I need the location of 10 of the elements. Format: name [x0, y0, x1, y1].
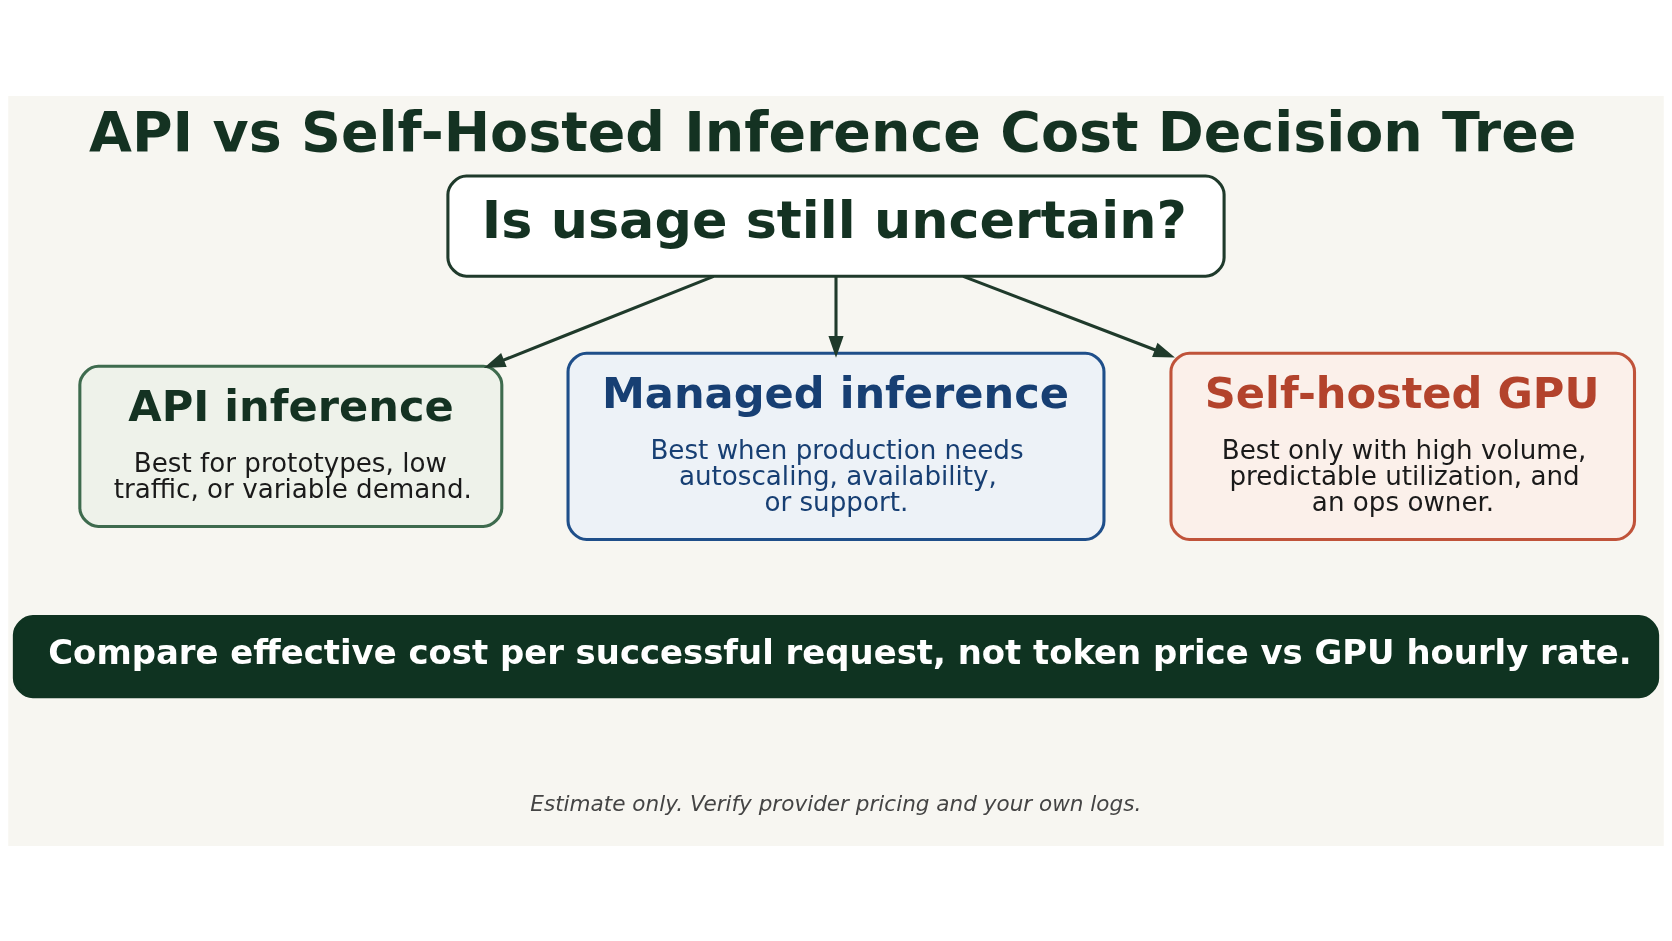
diagram-title: API vs Self-Hosted Inference Cost Decision Tree [89, 99, 1577, 164]
caption: Estimate only. Verify provider pricing and your own logs. [530, 790, 1142, 816]
node-box: API inference Best for prototypes, low traffic, or variable demand. [78, 364, 504, 528]
arrow [828, 275, 844, 358]
arrow [962, 274, 1175, 358]
node-box: Is usage still uncertain? [446, 174, 1226, 278]
arrow [483, 274, 715, 368]
node-box: Managed inference Best when production needs autoscaling, availability, or support. [566, 351, 1106, 541]
node-box: Self-hosted GPU Best only with high volume, predictable utilization, and an ops owner. [1169, 351, 1637, 541]
node-box: Compare effective cost per successful request, not token price vs GPU hourly rate. [12, 614, 1660, 698]
